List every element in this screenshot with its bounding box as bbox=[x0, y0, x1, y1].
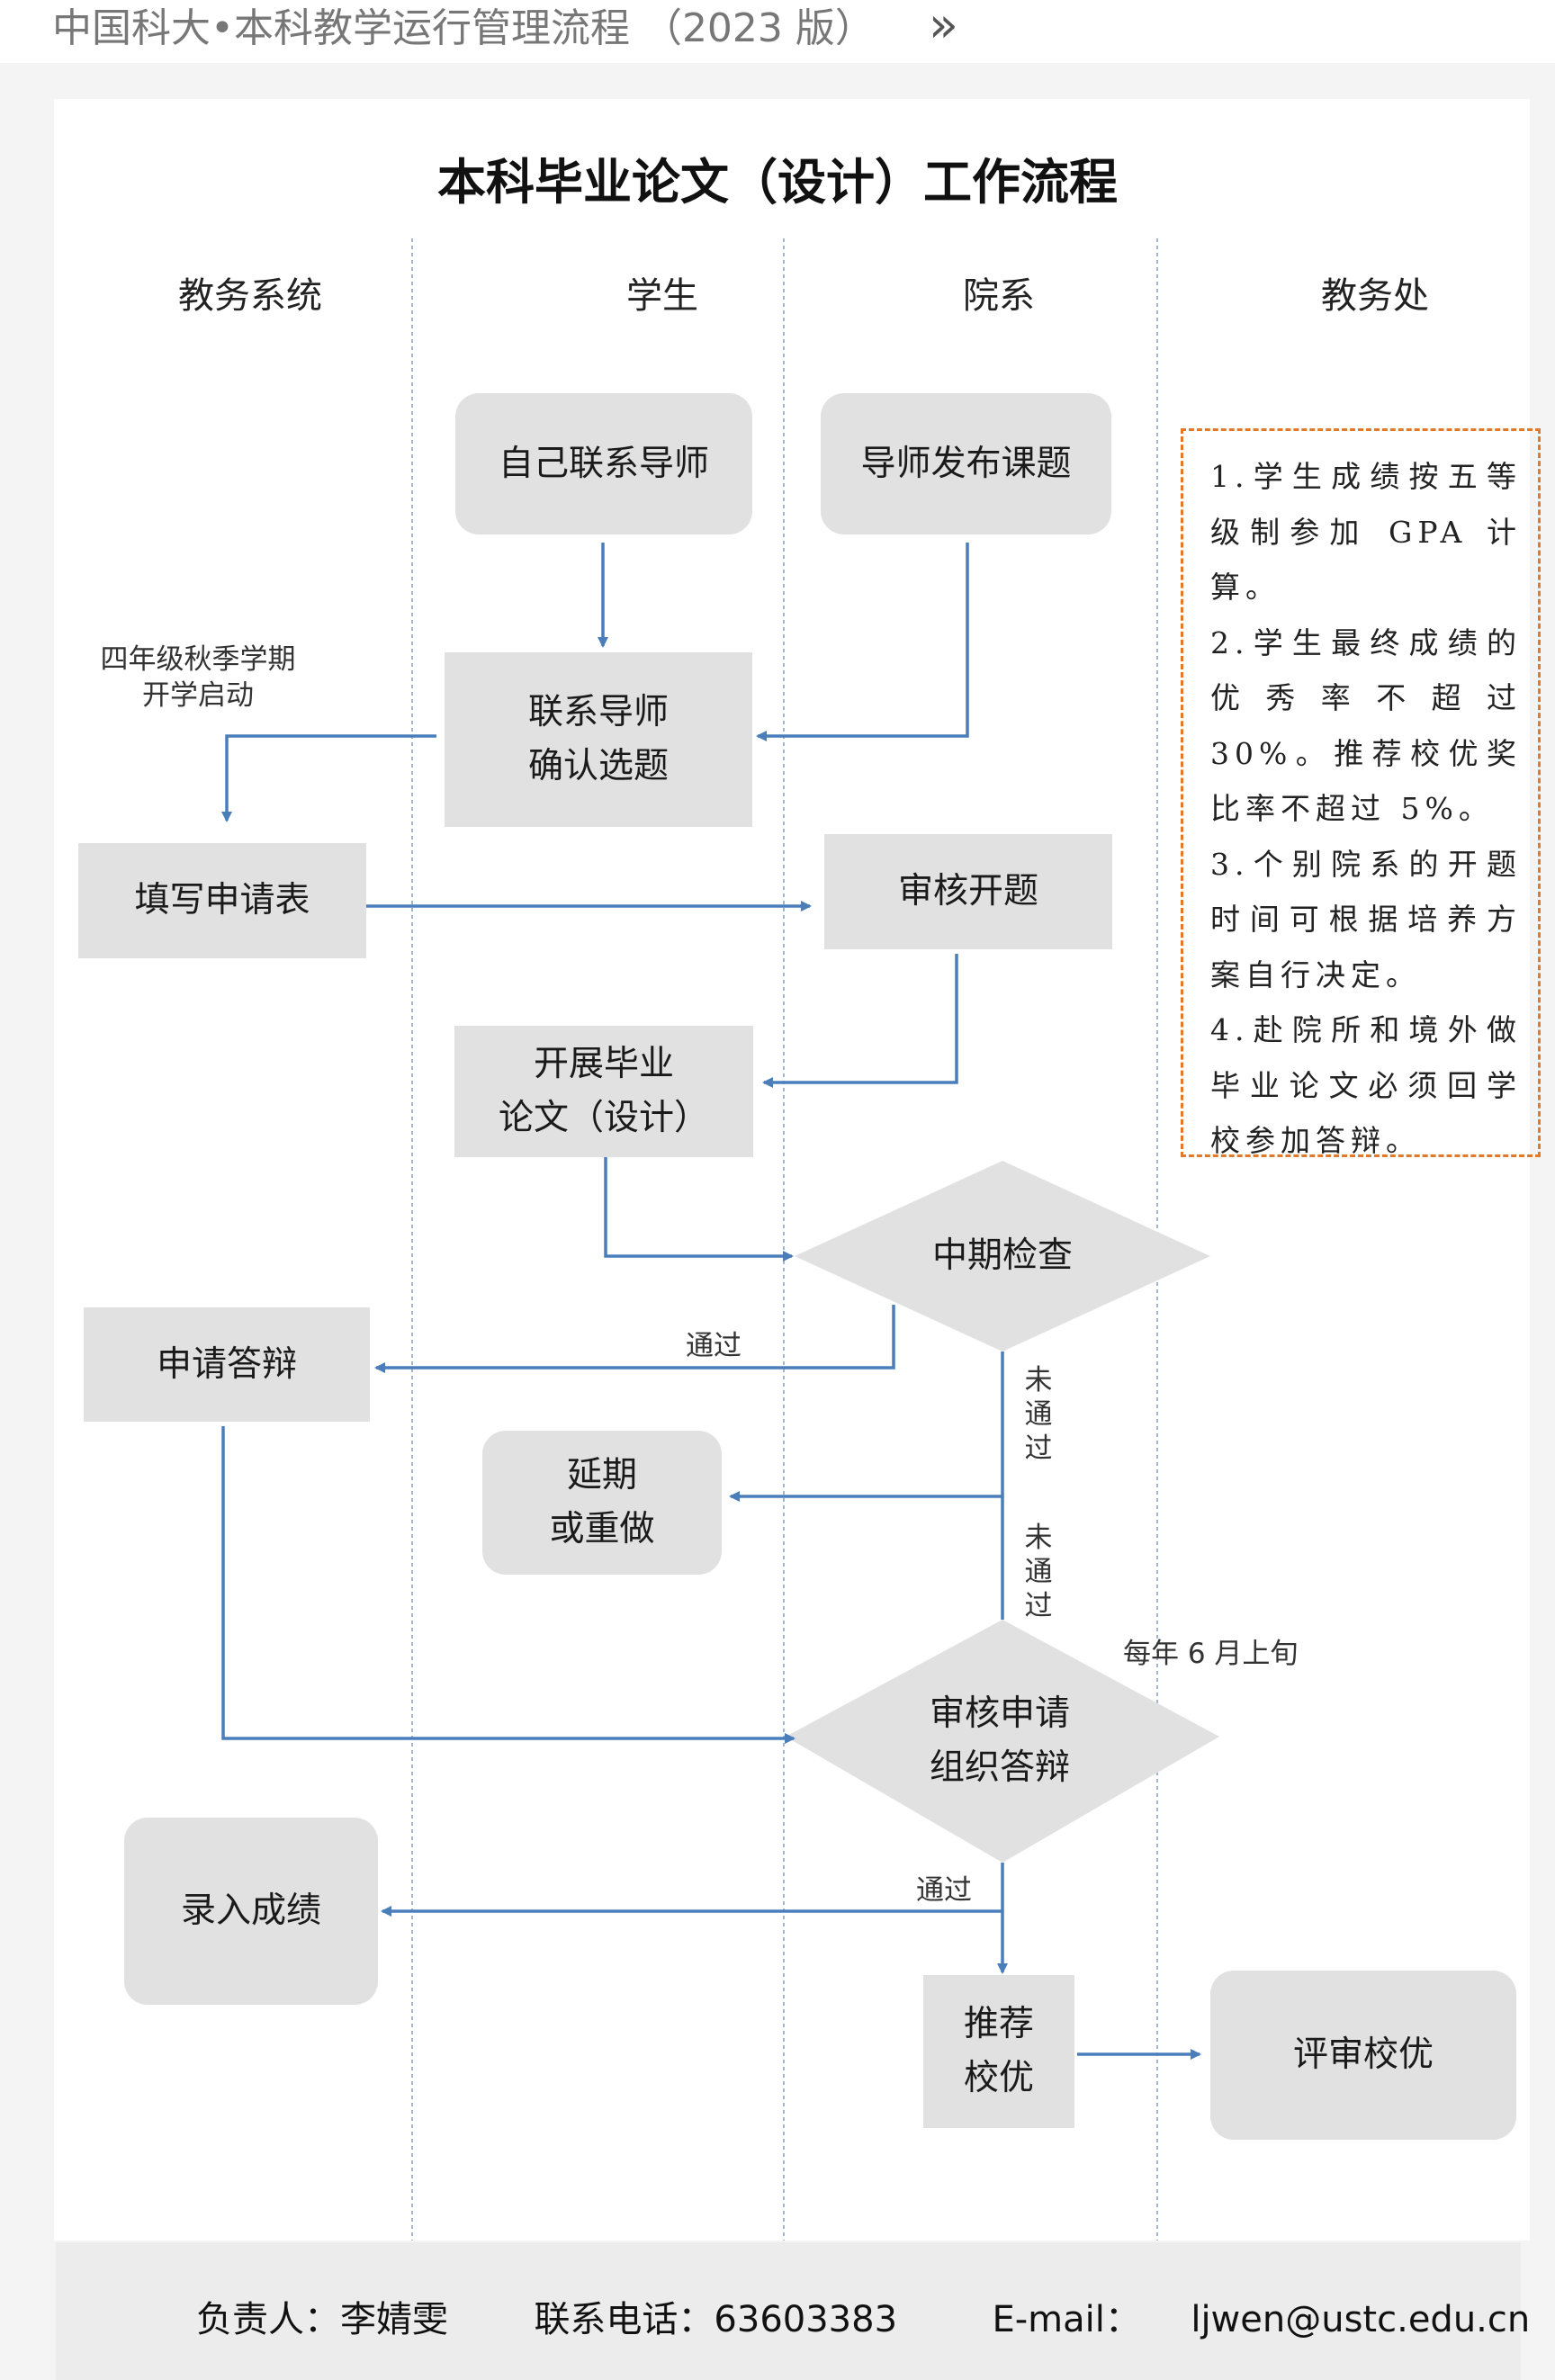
arrow-midterm-fail bbox=[729, 1352, 1004, 1502]
node-review-organize-defense: 审核申请 组织答辩 bbox=[929, 1693, 1070, 1788]
node-apply-defense: 申请答辩 bbox=[84, 1307, 370, 1422]
contact-email-label: E-mail： bbox=[992, 2299, 1141, 2340]
note-item: 1.学生成绩按五等级制参加 GPA 计算。 bbox=[1210, 459, 1522, 605]
node-evaluate-excellent: 评审校优 bbox=[1210, 1971, 1516, 2140]
note-item: 4.赴院所和境外做毕业论文必须回学校参加答辩。 bbox=[1210, 1012, 1522, 1158]
note-item: 3.个别院系的开题时间可根据培养方案自行决定。 bbox=[1210, 846, 1522, 992]
lane-header-academic-system: 教务系统 bbox=[178, 275, 322, 317]
label-fail-midterm: 未 通 过 bbox=[1024, 1364, 1053, 1465]
node-enter-grades: 录入成绩 bbox=[124, 1818, 378, 2005]
node-review-proposal: 审核开题 bbox=[824, 834, 1112, 949]
lane-header-department: 院系 bbox=[963, 275, 1035, 317]
arrow-review-to-conduct bbox=[762, 954, 958, 1088]
arrow-midterm-pass bbox=[374, 1305, 895, 1373]
contact-phone: 联系电话：63603383 bbox=[534, 2299, 898, 2340]
contact-email-link[interactable]: ljwen@ustc.edu.cn bbox=[1191, 2299, 1531, 2340]
lane-header-student: 学生 bbox=[626, 275, 698, 317]
label-pass-defense: 通过 bbox=[916, 1874, 972, 1907]
node-postpone-or-redo: 延期 或重做 bbox=[482, 1431, 722, 1575]
label-fail-second: 未 通 过 bbox=[1024, 1522, 1053, 1622]
label-pass-midterm: 通过 bbox=[686, 1330, 742, 1362]
lane-header-academic-office: 教务处 bbox=[1321, 275, 1429, 317]
footer-contact: 负责人：李婧雯 联系电话：63603383 E-mail： ljwen@ustc… bbox=[196, 2290, 1530, 2342]
arrow-confirm-to-form bbox=[221, 734, 436, 822]
node-self-contact-advisor: 自己联系导师 bbox=[455, 393, 752, 534]
node-fill-application-form: 填写申请表 bbox=[78, 843, 366, 958]
note-item: 2.学生最终成绩的优秀率不超过 30%。推荐校优奖比率不超过 5%。 bbox=[1210, 624, 1522, 827]
arrow-topics-to-confirm bbox=[756, 543, 969, 741]
node-conduct-thesis: 开展毕业 论文（设计） bbox=[454, 1026, 753, 1157]
arrow-apply-to-review bbox=[221, 1426, 795, 1744]
header-title: 中国科大•本科教学运行管理流程 （2023 版） bbox=[52, 5, 875, 51]
label-start-note: 四年级秋季学期 开学启动 bbox=[100, 643, 296, 712]
arrow-conduct-to-midterm bbox=[604, 1156, 794, 1262]
contact-person: 负责人：李婧雯 bbox=[196, 2299, 448, 2340]
node-confirm-topic: 联系导师 确认选题 bbox=[445, 652, 752, 827]
midterm-check-diamond bbox=[795, 1161, 1210, 1352]
footer-bar bbox=[56, 2242, 1521, 2380]
node-recommend-excellent: 推荐 校优 bbox=[923, 1975, 1074, 2128]
node-advisor-publish-topics: 导师发布课题 bbox=[821, 393, 1111, 534]
review-defense-diamond bbox=[786, 1620, 1219, 1863]
label-june: 每年 6 月上旬 bbox=[1123, 1638, 1299, 1670]
diagram-title: 本科毕业论文（设计）工作流程 bbox=[437, 154, 1118, 211]
notes-box: 1.学生成绩按五等级制参加 GPA 计算。 2.学生最终成绩的优秀率不超过 30… bbox=[1181, 428, 1541, 1158]
node-midterm-check: 中期检查 bbox=[931, 1235, 1073, 1276]
